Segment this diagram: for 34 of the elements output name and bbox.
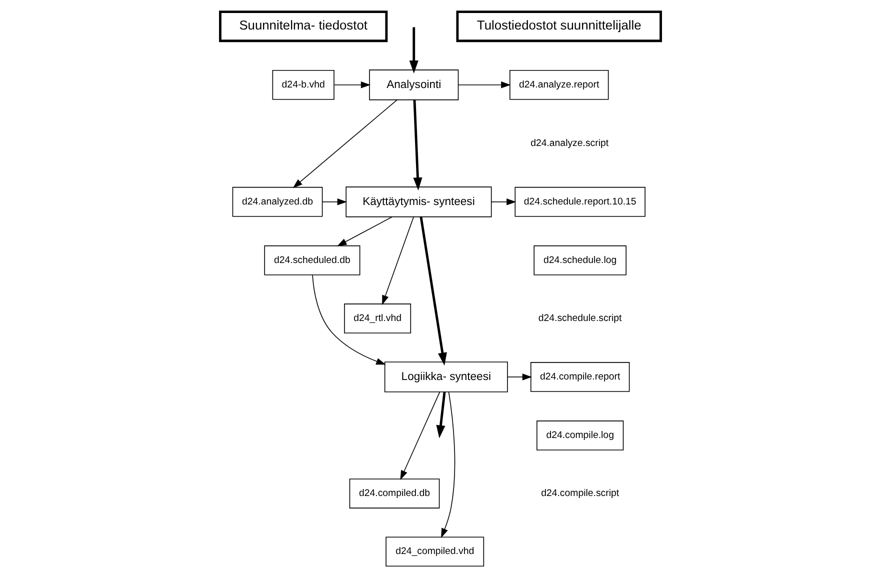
node-box: d24.schedule.log: [534, 245, 626, 276]
label: d24.analyze.script: [530, 138, 609, 149]
arrow: [312, 274, 386, 365]
arrow: [400, 392, 440, 480]
node-box: d24.analyze.report: [509, 70, 609, 100]
node-box: d24.analyzed.db: [232, 186, 323, 217]
arrow: [337, 216, 393, 246]
label: d24.schedule.script: [538, 312, 622, 324]
arrow: [458, 81, 511, 88]
arrow: [382, 216, 414, 305]
node-box: Logiikka- synteesi: [384, 362, 508, 392]
node-box: d24_compiled.vhd: [386, 536, 484, 567]
arrow: [441, 392, 456, 538]
arrow: [409, 27, 418, 74]
arrow: [436, 392, 446, 438]
arrow: [334, 81, 371, 88]
label: d24.compile.script: [541, 488, 620, 500]
arrow: [292, 99, 398, 188]
node-box: Käyttäytymis- synteesi: [346, 186, 492, 218]
arrow: [491, 198, 516, 206]
node-box: d24.schedule.report.10.15: [514, 186, 646, 217]
node-box: Tulostiedostot suunnittelijalle: [456, 10, 662, 42]
arrow: [507, 374, 532, 380]
node-box: d24_rtl.vhd: [344, 304, 412, 334]
arrow: [413, 100, 422, 190]
arrow: [322, 198, 347, 206]
node-box: d24.compiled.db: [349, 478, 440, 508]
node-box: Analysointi: [369, 70, 459, 100]
node-box: d24.compile.log: [536, 420, 624, 450]
arrow: [420, 216, 447, 366]
node-box: d24.compile.report: [530, 362, 630, 392]
node-box: Suunnitelma- tiedostot: [219, 10, 388, 42]
node-box: d24-b.vhd: [272, 70, 334, 100]
node-box: d24.scheduled.db: [264, 245, 360, 276]
